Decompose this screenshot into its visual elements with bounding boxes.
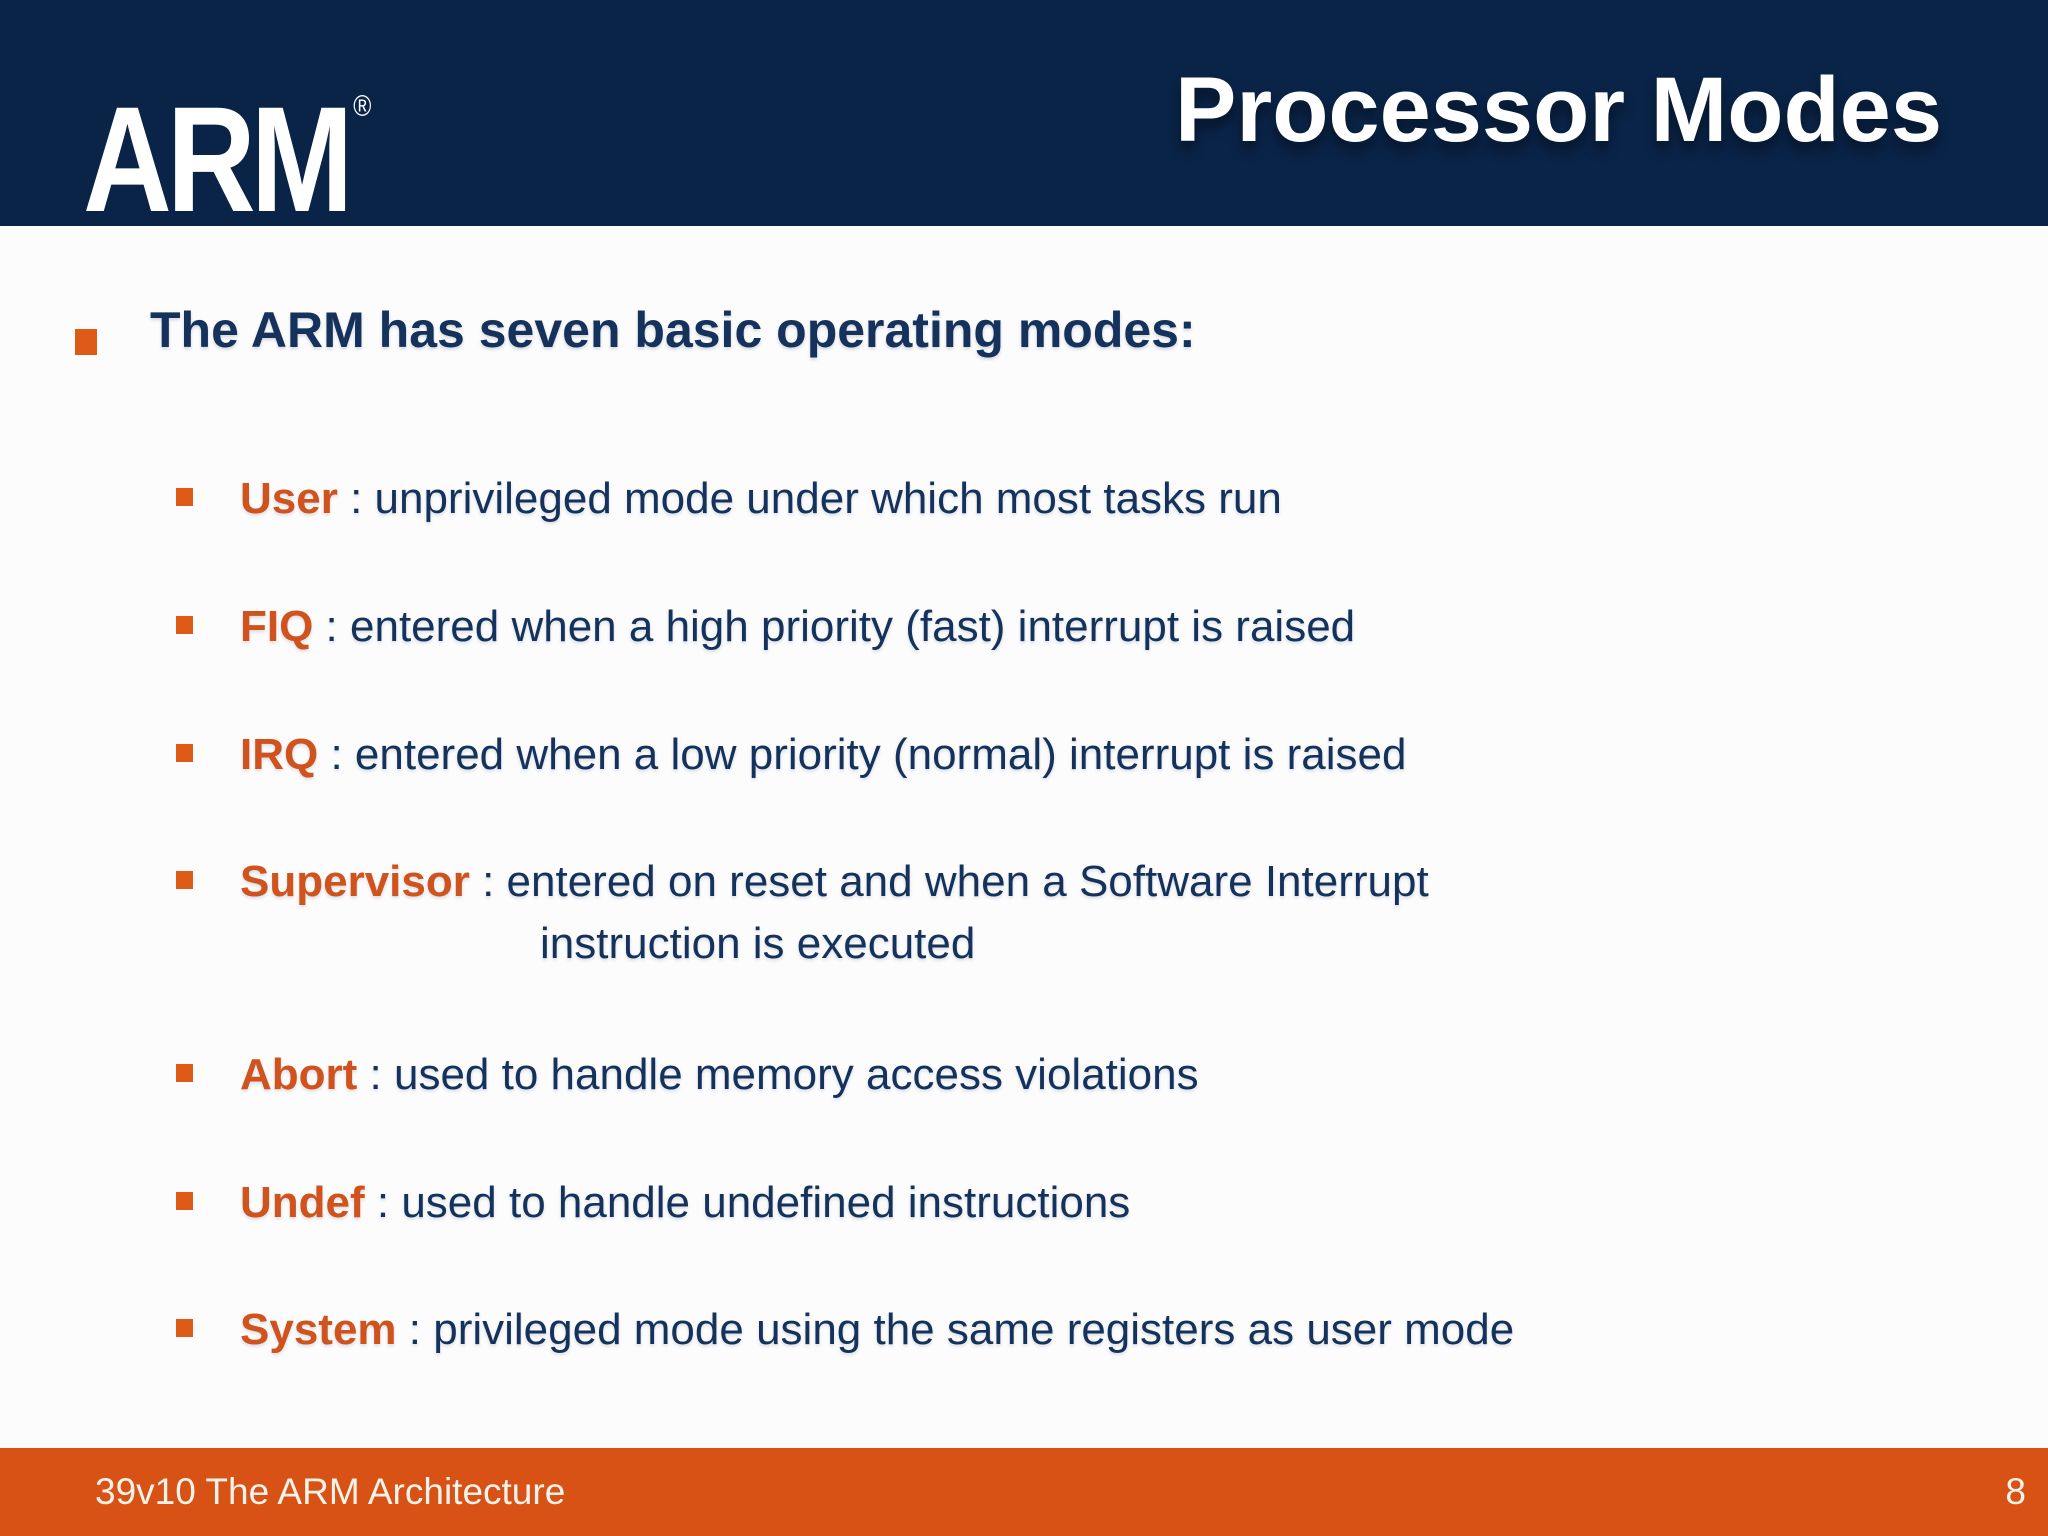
mode-item-user: User : unprivileged mode under which mos… bbox=[176, 473, 1282, 525]
sub-bullet-icon bbox=[176, 616, 193, 634]
mode-item-supervisor: Supervisor : entered on reset and when a… bbox=[176, 856, 1429, 908]
mode-text: Undef : used to handle undefined instruc… bbox=[240, 1178, 1130, 1227]
mode-item-fiq: FIQ : entered when a high priority (fast… bbox=[176, 601, 1355, 653]
heading-text: The ARM has seven basic operating modes: bbox=[150, 302, 1196, 358]
mode-text: FIQ : entered when a high priority (fast… bbox=[240, 602, 1355, 651]
mode-item-undef: Undef : used to handle undefined instruc… bbox=[176, 1177, 1130, 1229]
mode-name: System bbox=[240, 1305, 397, 1354]
mode-item-system: System : privileged mode using the same … bbox=[176, 1304, 1514, 1356]
mode-name: Undef bbox=[240, 1178, 365, 1227]
sub-bullet-icon bbox=[176, 1192, 193, 1210]
mode-desc: : entered on reset and when a Software I… bbox=[469, 857, 1429, 906]
mode-desc: : entered when a high priority (fast) in… bbox=[313, 602, 1356, 651]
mode-text: IRQ : entered when a low priority (norma… bbox=[240, 730, 1406, 779]
page-number: 8 bbox=[2005, 1471, 2026, 1512]
mode-text: System : privileged mode using the same … bbox=[240, 1305, 1514, 1354]
sub-bullet-icon bbox=[176, 488, 193, 506]
mode-desc: : used to handle undefined instructions bbox=[364, 1178, 1131, 1227]
mode-name: Abort bbox=[240, 1050, 358, 1099]
sub-bullet-icon bbox=[176, 1064, 193, 1082]
sub-bullet-icon bbox=[176, 1319, 193, 1337]
mode-name: User bbox=[240, 474, 338, 523]
mode-text: User : unprivileged mode under which mos… bbox=[240, 474, 1282, 523]
mode-desc: : unprivileged mode under which most tas… bbox=[337, 474, 1282, 523]
heading-row: The ARM has seven basic operating modes: bbox=[150, 300, 1196, 360]
arm-logo: ARM® bbox=[83, 32, 371, 234]
mode-item-abort: Abort : used to handle memory access vio… bbox=[176, 1049, 1199, 1101]
mode-name: IRQ bbox=[240, 730, 319, 779]
main-bullet-icon bbox=[75, 329, 97, 355]
mode-text: Supervisor : entered on reset and when a… bbox=[240, 857, 1429, 906]
arm-logo-text: ARM bbox=[83, 75, 353, 243]
slide-title: Processor Modes bbox=[1175, 59, 1942, 161]
footer-course-label: 39v10 The ARM Architecture bbox=[95, 1471, 566, 1512]
sub-bullet-icon bbox=[176, 871, 193, 889]
header-band: ARM® Processor Modes bbox=[0, 0, 2048, 234]
mode-name: FIQ bbox=[240, 602, 314, 651]
mode-text: Abort : used to handle memory access vio… bbox=[240, 1050, 1199, 1099]
footer-band: 39v10 The ARM Architecture 8 bbox=[0, 1448, 2048, 1536]
sub-bullet-icon bbox=[176, 744, 193, 762]
registered-trademark-icon: ® bbox=[353, 90, 372, 123]
mode-desc: : privileged mode using the same registe… bbox=[396, 1305, 1515, 1354]
mode-item-irq: IRQ : entered when a low priority (norma… bbox=[176, 729, 1406, 781]
mode-name: Supervisor bbox=[240, 857, 470, 906]
mode-desc: : used to handle memory access violation… bbox=[357, 1050, 1199, 1099]
mode-item-supervisor-line2: instruction is executed bbox=[540, 919, 976, 968]
mode-desc: : entered when a low priority (normal) i… bbox=[318, 730, 1407, 779]
